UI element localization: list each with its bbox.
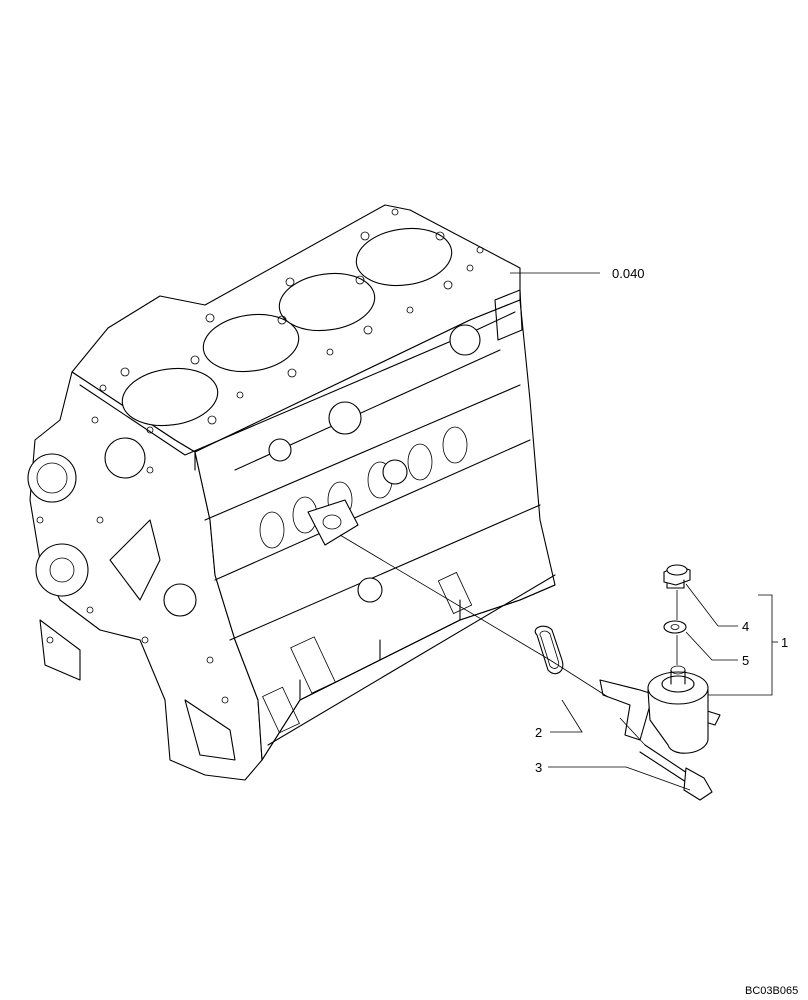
oil-filter-assembly — [599, 665, 721, 754]
leader-5 — [685, 631, 738, 661]
leader-4 — [685, 583, 738, 627]
assembly-centerline — [339, 534, 609, 698]
callout-1: 1 — [781, 635, 788, 650]
bolt-part-3 — [639, 744, 713, 801]
callout-4: 4 — [742, 619, 749, 634]
leader-3 — [548, 766, 691, 791]
plug-part-4 — [663, 564, 691, 589]
leader-1-bracket — [708, 594, 773, 696]
washer-part-5 — [663, 620, 687, 634]
callout-3: 3 — [535, 760, 542, 775]
figure-reference: BC03B065 — [745, 985, 798, 997]
callout-5: 5 — [742, 653, 749, 668]
bolt-centerline — [619, 717, 646, 746]
leader-2 — [550, 699, 583, 733]
callout-2: 2 — [535, 725, 542, 740]
leader-lines — [510, 272, 778, 791]
gasket-part-2 — [534, 625, 564, 675]
callout-block-ref: 0.040 — [612, 266, 645, 281]
engine-block — [27, 204, 556, 781]
